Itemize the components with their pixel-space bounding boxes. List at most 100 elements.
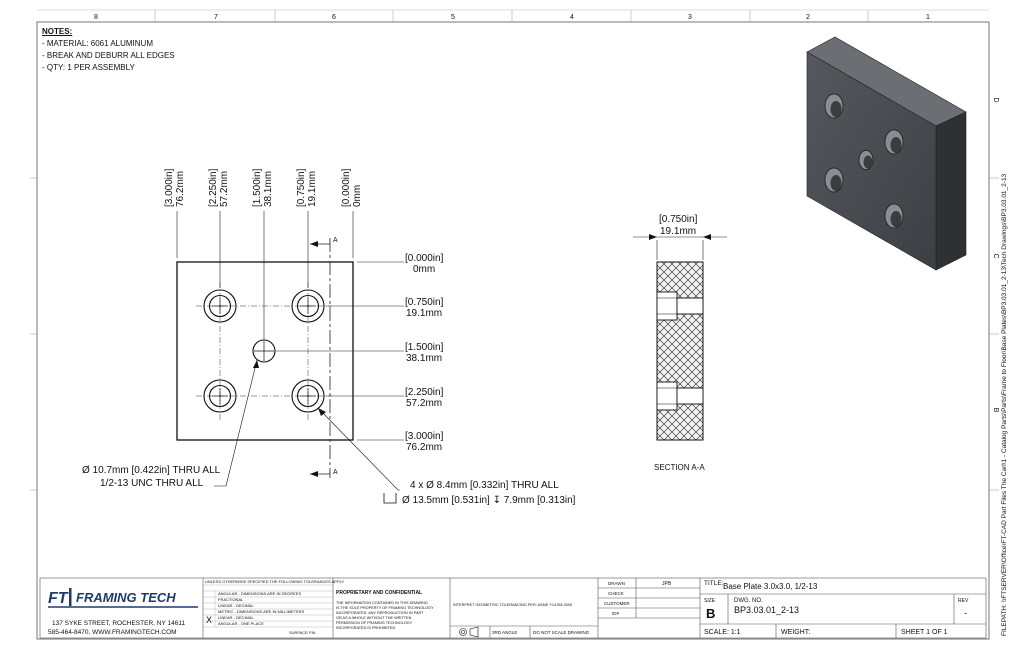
dim-x-in: [3.000in] (164, 168, 175, 207)
tolerance-row: LINEAR - DECIMAL (218, 615, 255, 620)
zone-number: 8 (94, 14, 98, 21)
dim-x-mm: 57.2mm (219, 171, 230, 207)
tolerance-mark: X (206, 615, 212, 625)
weight-label: WEIGHT: (781, 629, 810, 636)
dim-x-mm: 19.1mm (307, 171, 318, 207)
tolerance-row: ANGULAR - ONE PLACE (218, 621, 264, 626)
proprietary-line: INCORPORATED. ANY REPRODUCTION IN PART (336, 611, 424, 615)
drawn-by-value: JPB (662, 581, 672, 587)
callout-center-hole: Ø 10.7mm [0.422in] THRU ALL (82, 465, 221, 476)
tolerance-row: METRIC - DIMENSIONS ARE IN MILLIMETERS (218, 609, 305, 614)
zone-number: 4 (570, 14, 574, 21)
dim-y-mm: 0mm (413, 264, 435, 275)
role-label: CUSTOMER (604, 601, 630, 606)
tolerance-row: LINEAR - DECIMAL (218, 603, 255, 608)
zone-letters: D C B (992, 97, 999, 412)
dim-y-mm: 57.2mm (406, 398, 442, 409)
zone-letter: C (992, 253, 999, 258)
company-address: 137 SYKE STREET, ROCHESTER, NY 14611 (52, 620, 185, 627)
sheet-border (30, 9, 999, 640)
dim-x-mm: 38.1mm (263, 171, 274, 207)
proprietary-title: PROPRIETARY AND CONFIDENTIAL (336, 590, 422, 596)
dwg-no-value: BP3.03.01_2-13 (734, 605, 799, 615)
counterbored-hole (291, 379, 325, 413)
drawing-title: Base Plate 3.0x3.0, 1/2-13 (723, 582, 818, 591)
title-label: TITLE: (704, 580, 724, 587)
callout-holes-line2: Ø 13.5mm [0.531in] ↧ 7.9mm [0.313in] (402, 495, 576, 506)
zone-numbers: 8 7 6 5 4 3 2 1 (94, 14, 930, 21)
section-cut-line: A A (310, 237, 338, 478)
surface-finish-label: SURFACE FIN (289, 630, 316, 635)
callout-center-thread: 1/2-13 UNC THRU ALL (100, 478, 204, 489)
third-angle-icon (459, 626, 479, 638)
notes-block: NOTES: - MATERIAL: 6061 ALUMINUM - BREAK… (42, 26, 175, 74)
logo-ft-mark: FT (48, 590, 69, 607)
dim-y-in: [0.000in] (405, 253, 444, 264)
role-label: DRAWN (608, 581, 625, 586)
sheet-label: SHEET 1 OF 1 (901, 629, 948, 636)
dim-y-in: [3.000in] (405, 431, 444, 442)
interpret-note: INTERPRET GEOMETRIC TOLERANCING PER: ASM… (453, 603, 572, 607)
title-block (39, 577, 987, 639)
dim-y-in: [0.750in] (405, 297, 444, 308)
dim-y-in: [2.250in] (405, 387, 444, 398)
counterbored-hole (203, 289, 237, 323)
zone-number: 7 (214, 14, 218, 21)
section-label: SECTION A-A (654, 463, 705, 472)
proprietary-line: THE INFORMATION CONTAINED IN THIS DRAWIN… (336, 601, 428, 605)
zone-number: 2 (806, 14, 810, 21)
no-scale-note: DO NOT SCALE DRAWING (533, 630, 590, 635)
section-hole-cut (656, 381, 704, 411)
logo-company-name: FRAMING TECH (76, 590, 176, 605)
zone-number: 1 (926, 14, 930, 21)
company-logo: FT FRAMING TECH (48, 588, 198, 608)
dim-y-mm: 76.2mm (406, 442, 442, 453)
counterbored-hole (291, 289, 325, 323)
tolerance-row: FRACTIONAL (218, 597, 244, 602)
section-dim-in: [0.750in] (659, 214, 698, 225)
proprietary-line: INCORPORATED IS PROHIBITED. (336, 626, 396, 630)
zone-number: 3 (688, 14, 692, 21)
note-line: - MATERIAL: 6061 ALUMINUM (42, 39, 153, 48)
tolerance-row: ANGULAR - DIMENSIONS ARE IN DEGREES (218, 591, 301, 596)
section-hole-cut (656, 291, 704, 321)
proprietary-line: OR AS A WHOLE WITHOUT THE WRITTEN (336, 616, 412, 620)
dim-x-in: [0.000in] (341, 168, 352, 207)
section-marker: A (333, 469, 338, 476)
dim-x-in: [2.250in] (208, 168, 219, 207)
dim-x-mm: 76.2mm (175, 171, 186, 207)
zone-letter: B (992, 408, 999, 413)
callout-holes-line1: 4 x Ø 8.4mm [0.332in] THRU ALL (410, 480, 559, 491)
role-label: ID# (612, 611, 620, 616)
scale-label: SCALE: 1:1 (704, 629, 741, 636)
tapped-center-hole (252, 339, 276, 363)
role-label: CHECK (608, 591, 624, 596)
proprietary-line: PERMISSION OF FRAMING TECHNOLOGY (336, 621, 413, 625)
note-line: - QTY: 1 PER ASSEMBLY (42, 63, 135, 72)
dwg-no-label: DWG. NO. (734, 598, 763, 604)
isometric-view (806, 36, 967, 271)
dim-x-mm: 0mm (352, 185, 363, 207)
dim-y-in: [1.500in] (405, 342, 444, 353)
zone-number: 5 (451, 14, 455, 21)
dim-y-mm: 38.1mm (406, 353, 442, 364)
counterbored-hole (203, 379, 237, 413)
filepath-text: FILEPATH: \\FTSERVER\Office\FT-CAD Part … (1001, 173, 1008, 636)
tolerance-header: UNLESS OTHERWISE SPECIFIED THE FOLLOWING… (205, 579, 345, 584)
size-value: B (706, 606, 715, 621)
proprietary-line: IS THE SOLE PROPERTY OF FRAMING TECHNOLO… (336, 606, 434, 610)
zone-letter: D (992, 97, 999, 102)
dim-x-in: [1.500in] (252, 168, 263, 207)
note-line: - BREAK AND DEBURR ALL EDGES (42, 51, 175, 60)
rev-label: REV (958, 598, 969, 604)
rev-value: - (964, 608, 967, 618)
section-dim-mm: 19.1mm (660, 226, 696, 237)
angle-label: 3RD ANGLE (492, 630, 517, 635)
size-label: SIZE (704, 598, 716, 604)
notes-title: NOTES: (42, 27, 73, 36)
front-view: [3.000in] 76.2mm [2.250in] 57.2mm [1.500… (82, 168, 576, 506)
section-view: [0.750in] 19.1mm SECTION A-A (633, 214, 727, 472)
dim-y-mm: 19.1mm (406, 308, 442, 319)
